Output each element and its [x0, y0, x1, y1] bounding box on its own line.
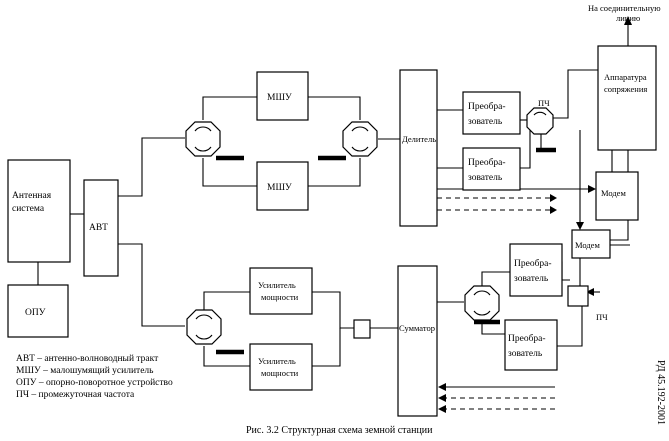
- svg-text:Аппаратура: Аппаратура: [604, 72, 647, 82]
- circulator-2: [318, 121, 378, 161]
- modem-block-1: Модем: [595, 171, 639, 221]
- figure-caption: Рис. 3.2 Структурная схема земной станци…: [246, 425, 433, 436]
- svg-text:Модем: Модем: [575, 240, 600, 250]
- signal-arrows: [437, 16, 632, 413]
- svg-text:Сумматор: Сумматор: [399, 323, 435, 333]
- document-code: РД 45.192-2001: [655, 360, 666, 425]
- converter-block-2: Преобра- зователь: [462, 147, 521, 191]
- svg-text:система: система: [12, 204, 45, 214]
- modem-block-2: Модем: [571, 229, 611, 259]
- svg-text:МШУ – малошумящий усилитель: МШУ – малошумящий усилитель: [16, 365, 154, 376]
- svg-text:зователь: зователь: [468, 173, 503, 183]
- svg-text:Преобра-: Преобра-: [468, 157, 506, 168]
- to-line-label: На соединительную: [588, 3, 661, 13]
- divider-block: Делитель: [399, 69, 438, 227]
- svg-text:Преобра-: Преобра-: [508, 333, 546, 344]
- svg-text:Усилитель: Усилитель: [258, 280, 296, 290]
- svg-text:сопряжения: сопряжения: [604, 84, 647, 94]
- legend: АВТ – антенно-волноводный тракт МШУ – ма…: [16, 353, 173, 400]
- svg-text:МШУ: МШУ: [267, 93, 292, 103]
- if-switch-upper: [526, 107, 556, 153]
- if-box-lower: [567, 285, 589, 307]
- svg-text:Преобра-: Преобра-: [468, 101, 506, 112]
- svg-text:ПЧ – промежуточная частота: ПЧ – промежуточная частота: [16, 390, 135, 400]
- svg-text:Антенная: Антенная: [12, 191, 52, 201]
- svg-text:МШУ: МШУ: [267, 183, 292, 193]
- summator-block: Сумматор: [397, 265, 438, 417]
- converter-block-3: Преобра- зователь: [509, 243, 563, 297]
- lna-block-1: МШУ: [256, 71, 309, 121]
- converter-block-4: Преобра- зователь: [504, 319, 558, 371]
- svg-text:ОПУ – опорно-поворотное устрой: ОПУ – опорно-поворотное устройство: [16, 377, 173, 388]
- antenna-system-block: Антенная система: [7, 159, 71, 263]
- circulator-4: [186, 309, 244, 355]
- interface-equipment-block: Аппаратура сопряжения: [597, 45, 657, 151]
- svg-text:зователь: зователь: [468, 117, 503, 127]
- lna-block-2: МШУ: [256, 161, 309, 211]
- svg-text:Преобра-: Преобра-: [514, 258, 552, 269]
- power-amp-block-1: Усилитель мощности: [249, 267, 313, 315]
- svg-text:Модем: Модем: [601, 188, 626, 198]
- if-label-upper: ПЧ: [538, 98, 550, 108]
- if-label-lower: ПЧ: [596, 312, 608, 322]
- svg-text:мощности: мощности: [261, 368, 299, 378]
- svg-text:АВТ – антенно-волноводный трак: АВТ – антенно-волноводный тракт: [16, 353, 159, 364]
- converter-block-1: Преобра- зователь: [462, 91, 521, 135]
- svg-text:зователь: зователь: [508, 349, 543, 359]
- svg-text:мощности: мощности: [261, 292, 299, 302]
- svg-text:АВТ: АВТ: [89, 223, 108, 233]
- avt-block: АВТ: [83, 179, 119, 277]
- opu-block: ОПУ: [7, 284, 69, 338]
- svg-text:Делитель: Делитель: [402, 134, 436, 144]
- svg-text:Усилитель: Усилитель: [258, 356, 296, 366]
- junction-box: [353, 319, 371, 339]
- connection-lines: [37, 24, 629, 367]
- circulator-1: [185, 121, 244, 161]
- circulator-3: [464, 285, 500, 325]
- svg-text:зователь: зователь: [514, 274, 549, 284]
- svg-text:ОПУ: ОПУ: [25, 308, 46, 318]
- power-amp-block-2: Усилитель мощности: [249, 343, 313, 391]
- to-line-label-2: линию: [616, 13, 641, 23]
